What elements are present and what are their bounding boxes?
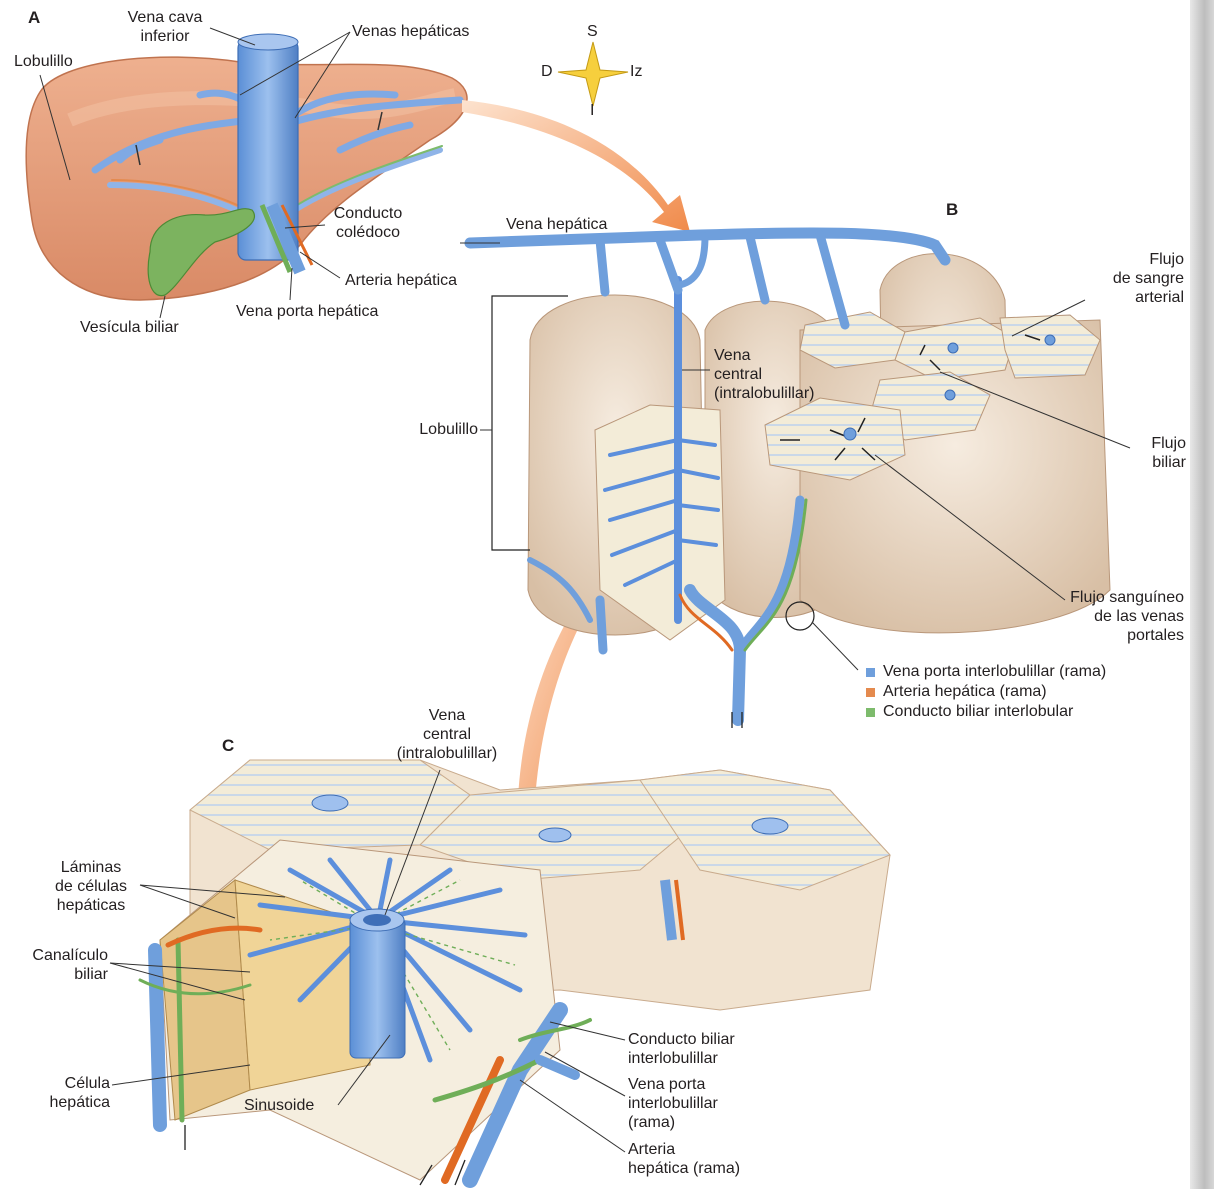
label-laminas-celulas: Láminas de células hepáticas bbox=[36, 858, 146, 915]
label-sinusoide: Sinusoide bbox=[244, 1096, 314, 1115]
label-conducto-coledoco: Conducto colédoco bbox=[318, 204, 418, 242]
label-lobulillo-a: Lobulillo bbox=[14, 52, 73, 71]
label-lobulillo-b: Lobulillo bbox=[380, 420, 478, 439]
central-vein-opening bbox=[844, 428, 856, 440]
label-arteria-hepatica-rama: Arteria hepática (rama) bbox=[628, 1140, 740, 1178]
label-vena-porta-interlobulillar: Vena porta interlobulillar (rama) bbox=[628, 1075, 718, 1132]
panel-label-b: B bbox=[946, 200, 958, 220]
detail-lobule bbox=[110, 760, 890, 1185]
label-venas-hepaticas: Venas hepáticas bbox=[352, 22, 469, 41]
page-binding-edge bbox=[1190, 0, 1214, 1189]
compass-inferior: I bbox=[590, 101, 594, 120]
label-arteria-hepatica-a: Arteria hepática bbox=[345, 271, 457, 290]
legend-swatch-blue bbox=[866, 668, 875, 677]
legend-text: Vena porta interlobulillar (rama) bbox=[883, 662, 1106, 682]
legend-swatch-green bbox=[866, 708, 875, 717]
label-flujo-venas-portales: Flujo sanguíneo de las venas portales bbox=[1060, 588, 1184, 645]
legend-text: Conducto biliar interlobular bbox=[883, 702, 1073, 722]
legend-item-arteria: Arteria hepática (rama) bbox=[866, 682, 1047, 702]
orientation-compass bbox=[558, 42, 628, 106]
label-vena-central-b: Vena central (intralobulillar) bbox=[714, 346, 814, 403]
label-vena-cava-inferior: Vena cava inferior bbox=[110, 8, 220, 46]
panel-label-a: A bbox=[28, 8, 40, 28]
label-canaliculo-biliar: Canalículo biliar bbox=[2, 946, 108, 984]
hepatocyte-block bbox=[160, 880, 250, 1120]
label-flujo-biliar: Flujo biliar bbox=[1130, 434, 1186, 472]
central-vein-c bbox=[350, 918, 405, 1058]
compass-left: Iz bbox=[630, 62, 642, 81]
label-conducto-biliar-interlobulillar: Conducto biliar interlobulillar bbox=[628, 1030, 735, 1068]
label-flujo-sangre-arterial: Flujo de sangre arterial bbox=[1080, 250, 1184, 307]
panel-label-c: C bbox=[222, 736, 234, 756]
label-vesicula-biliar: Vesícula biliar bbox=[80, 318, 179, 337]
label-celula-hepatica: Célula hepática bbox=[20, 1074, 110, 1112]
label-vena-porta-hepatica: Vena porta hepática bbox=[236, 302, 378, 321]
legend-item-conducto: Conducto biliar interlobular bbox=[866, 702, 1073, 722]
zoom-arrow-a-to-b bbox=[462, 100, 690, 232]
hepatic-vein-b bbox=[470, 233, 945, 325]
label-vena-hepatica-b: Vena hepática bbox=[506, 215, 607, 234]
compass-superior: S bbox=[587, 22, 598, 41]
compass-right: D bbox=[541, 62, 553, 81]
legend-item-vena-porta: Vena porta interlobulillar (rama) bbox=[866, 662, 1106, 682]
legend-swatch-orange bbox=[866, 688, 875, 697]
label-vena-central-c: Vena central (intralobulillar) bbox=[372, 706, 522, 763]
legend-text: Arteria hepática (rama) bbox=[883, 682, 1047, 702]
